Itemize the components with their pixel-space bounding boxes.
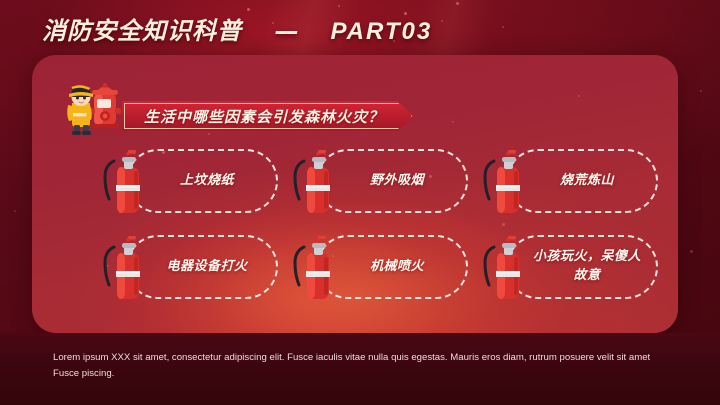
fire-extinguisher-icon <box>293 150 330 213</box>
title-part-number: PART03 <box>330 17 433 45</box>
factor-item[interactable]: 烧荒炼山 <box>478 143 658 219</box>
factor-item[interactable]: 电器设备打火 <box>98 229 278 305</box>
factor-label: 上坟烧纸 <box>179 172 234 188</box>
firefighter-figure-icon <box>67 85 93 135</box>
factor-label: 烧荒炼山 <box>559 172 614 188</box>
fire-extinguisher-icon <box>483 236 520 299</box>
factor-capsule: 小孩玩火，呆傻人 故意 <box>506 235 658 299</box>
footer-bar: Lorem ipsum XXX sit amet, consectetur ad… <box>0 333 720 405</box>
content-panel: 生活中哪些因素会引发森林火灾？ <box>32 55 678 333</box>
fire-extinguisher-icon <box>483 150 520 213</box>
title-chinese: 消防安全知识科普 <box>42 16 242 45</box>
question-text: 生活中哪些因素会引发森林火灾？ <box>144 107 385 126</box>
factor-item[interactable]: 上坟烧纸 <box>98 143 278 219</box>
factor-label: 电器设备打火 <box>166 258 248 274</box>
question-ribbon: 生活中哪些因素会引发森林火灾？ <box>122 101 414 131</box>
page-title: 消防安全知识科普 — PART03 <box>42 11 432 45</box>
footer-body-text: Lorem ipsum XXX sit amet, consectetur ad… <box>53 352 651 379</box>
factor-item[interactable]: 机械喷火 <box>288 229 468 305</box>
firefighter-mascot-icon <box>58 81 126 137</box>
fire-extinguisher-icon <box>103 236 140 299</box>
factor-grid: 上坟烧纸 野外吸烟 <box>98 143 658 305</box>
factor-label: 小孩玩火，呆傻人 故意 <box>532 249 641 283</box>
title-dash: — <box>274 16 300 45</box>
fire-extinguisher-icon <box>103 150 140 213</box>
factor-label: 野外吸烟 <box>369 172 424 188</box>
ribbon-fill <box>125 104 411 128</box>
factor-label: 机械喷火 <box>369 258 424 274</box>
fire-extinguisher-icon <box>293 236 330 299</box>
factor-item[interactable]: 野外吸烟 <box>288 143 468 219</box>
fire-hydrant-icon <box>90 83 121 128</box>
question-banner: 生活中哪些因素会引发森林火灾？ <box>58 81 414 137</box>
factor-item[interactable]: 小孩玩火，呆傻人 故意 <box>478 229 658 305</box>
